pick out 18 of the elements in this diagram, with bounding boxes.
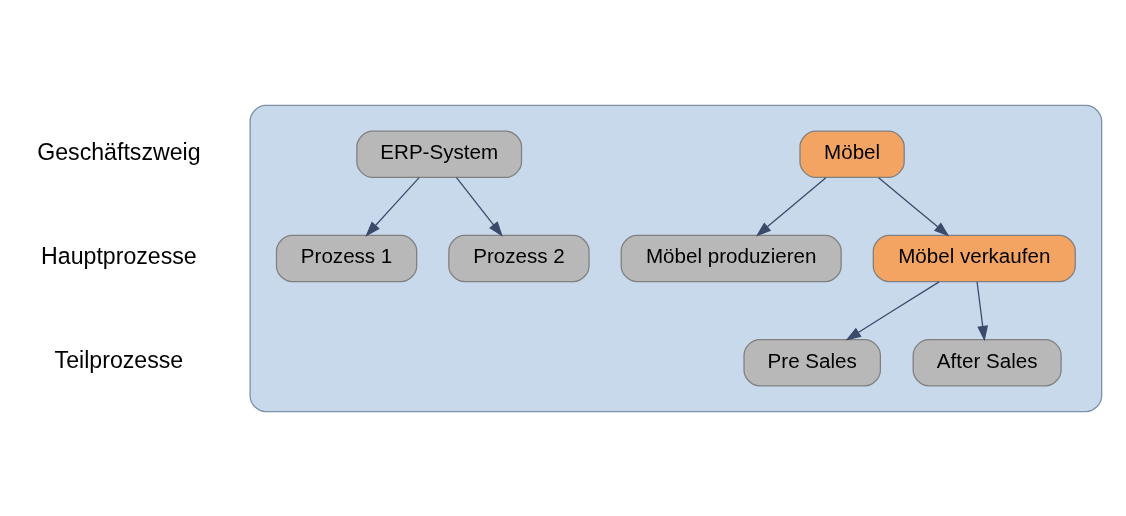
label: Hauptprozesse (41, 242, 197, 269)
node-box: Möbel (799, 130, 905, 178)
arrow (976, 280, 989, 341)
cluster (249, 104, 1103, 412)
node-box: Prozess 1 (275, 234, 418, 282)
node-box: Möbel produzieren (620, 234, 842, 282)
arrow (455, 176, 503, 237)
arrow (755, 176, 827, 236)
label: Geschäftszweig (37, 138, 201, 165)
node-box: ERP-System (356, 130, 523, 178)
arrow (877, 176, 950, 236)
arrow (365, 176, 420, 237)
node-box: Prozess 2 (448, 234, 590, 282)
node-box: Möbel verkaufen (872, 234, 1076, 282)
arrow (845, 280, 940, 340)
node-box: After Sales (912, 338, 1062, 386)
label: Teilprozesse (54, 346, 184, 373)
node-box: Pre Sales (743, 338, 882, 386)
